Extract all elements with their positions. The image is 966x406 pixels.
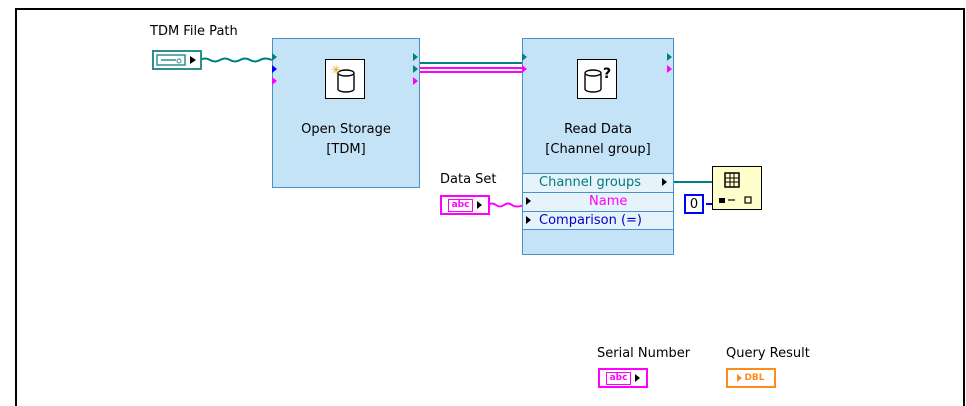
input-arrow-icon-2 <box>526 216 531 224</box>
mode-input-terminal[interactable] <box>272 65 277 73</box>
string-wire <box>487 202 525 208</box>
svg-text:✳: ✳ <box>331 63 341 77</box>
serial-number-label: Serial Number <box>597 346 691 361</box>
string-control-icon-2: abc <box>605 371 632 385</box>
dbl-in-arrow <box>737 374 743 382</box>
read-data-title-2: [Channel group] <box>545 142 651 157</box>
error-out-terminal-2[interactable] <box>667 65 672 73</box>
index-array-icon <box>719 172 752 204</box>
path-input-terminal[interactable] <box>272 53 277 61</box>
error-in-terminal[interactable] <box>272 77 277 85</box>
error-out-terminal[interactable] <box>413 77 418 85</box>
open-storage-title-2: [TDM] <box>326 142 366 157</box>
read-data-node[interactable]: ? Read Data [Channel group] Channel grou… <box>522 38 674 255</box>
string-out-arrow <box>477 201 483 209</box>
storage-in-terminal[interactable] <box>522 53 527 61</box>
input-arrow-icon <box>526 197 531 205</box>
property-channel-groups-label: Channel groups <box>539 175 642 190</box>
tdm-file-path-label: TDM File Path <box>150 24 238 39</box>
data-set-control[interactable]: abc <box>440 195 490 215</box>
property-comparison[interactable]: Comparison (=) <box>523 211 673 230</box>
serial-number-control[interactable]: abc <box>598 368 648 388</box>
storage-out-terminal-2[interactable] <box>667 53 672 61</box>
index-constant-value: 0 <box>689 196 699 212</box>
tdm-file-path-control[interactable] <box>152 50 202 70</box>
path-wire <box>199 57 273 63</box>
dbl-indicator-icon: DBL <box>744 372 765 383</box>
storage-out-terminal[interactable] <box>413 53 418 61</box>
read-data-title-1: Read Data <box>564 122 632 137</box>
query-result-label: Query Result <box>726 346 810 361</box>
open-storage-icon: ✳ <box>325 59 365 99</box>
error-in-terminal-2[interactable] <box>522 65 527 73</box>
svg-text:?: ? <box>603 66 611 82</box>
index-constant[interactable]: 0 <box>684 194 704 214</box>
read-data-icon: ? <box>577 59 617 99</box>
query-result-indicator[interactable]: DBL <box>726 368 776 388</box>
path-control-icon <box>156 54 196 66</box>
storage-out2-terminal[interactable] <box>413 65 418 73</box>
string-out-arrow-2 <box>635 374 641 382</box>
data-set-label: Data Set <box>440 172 497 187</box>
property-comparison-label: Comparison (=) <box>539 213 643 228</box>
property-channel-groups[interactable]: Channel groups <box>523 173 673 192</box>
open-storage-title-1: Open Storage <box>301 122 391 137</box>
property-name-label: Name <box>589 194 628 209</box>
property-name[interactable]: Name <box>523 192 673 211</box>
open-storage-node[interactable]: ✳ Open Storage [TDM] <box>272 38 420 188</box>
index-array-node[interactable] <box>712 166 762 210</box>
diagram-frame <box>15 8 965 406</box>
output-arrow-icon <box>662 178 667 186</box>
string-control-icon: abc <box>447 198 474 212</box>
